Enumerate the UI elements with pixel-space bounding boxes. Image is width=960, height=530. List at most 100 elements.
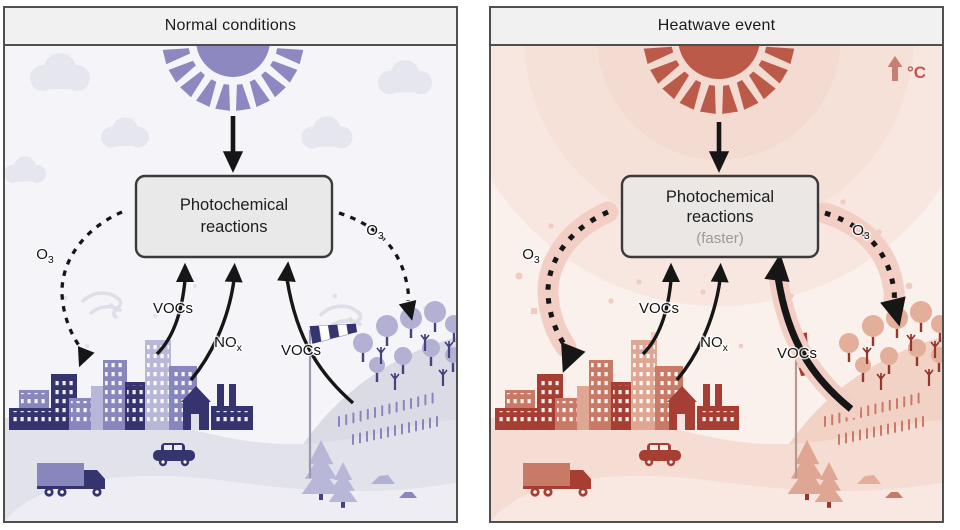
o3-arrowhead-right [398,300,417,321]
truck-icon [37,463,105,497]
bare-tree-icon [930,341,940,358]
sun-icon [162,46,304,111]
o3-label-left: O3 [522,246,540,266]
bare-tree-icon [876,373,886,390]
cloud-icon [101,117,149,148]
bare-tree-icon [376,347,386,364]
hill-tree-icon [931,315,942,342]
vocs-city-arrowhead [176,262,194,282]
panel-title-bar: Normal conditions [5,8,456,46]
hill-trees [353,301,456,390]
vocs-hill-label: VOCs [777,345,817,362]
photochemical-box-label: reactions [201,218,268,236]
city-skyline [9,340,253,430]
truck-icon [523,463,591,497]
rock-icon [857,475,881,484]
vocs-city-arrowhead [662,262,680,282]
cloud-icon [301,116,353,149]
temperature-rise-indicator: °C [887,56,926,82]
vocs-arrow-city [155,279,187,356]
photochemical-box-label: Photochemical [666,188,774,206]
pine-tree-icon [301,440,341,501]
bare-tree-icon [438,369,448,386]
vocs-arrow-hill [774,276,854,412]
sun-to-box-arrowhead [222,151,244,173]
photochemical-box [620,174,820,259]
cloud-icon [378,60,432,95]
rock-icon [371,475,395,484]
o3-arrow-right [338,211,411,302]
car-icon [639,443,681,467]
hill-tree-icon [908,339,926,366]
bare-tree-icon [420,334,430,351]
panel-title: Heatwave event [657,17,776,34]
car-icon [153,443,195,467]
vineyard-rows [338,392,438,445]
up-arrow-icon [887,56,903,81]
rock-icon [399,492,417,498]
photochemical-box [134,174,334,259]
scene-drawing: Photochemicalreactions(faster)O3O3VOCsNO… [491,46,942,521]
o3-label-right: O3 [366,222,384,242]
panel-title: Normal conditions [164,17,297,34]
sun-to-box-arrowhead [708,151,730,173]
hill-tree-icon [424,301,446,332]
o3-label-left: O3 [36,246,54,266]
temp-unit-label: °C [907,63,926,82]
clouds [5,53,432,183]
o3-arrowhead-right [880,296,906,327]
hill-tree-icon [394,347,412,374]
photochemical-box-label: Photochemical [180,196,288,214]
bare-tree-icon [444,341,454,358]
vocs-arrow-city [641,279,673,356]
bare-tree-icon [390,373,400,390]
o3-arrow-left [60,210,123,348]
hill-tree-icon [862,315,884,346]
panel-title-bar: Heatwave event [491,8,942,46]
pine-tree-icon [814,462,844,508]
panel-normal-conditions: Normal conditions Photochemical reactions… [3,6,458,523]
bare-tree-icon [906,334,916,351]
windsock-icon [308,323,358,478]
hill-tree-icon [445,347,456,372]
hill-tree-icon [376,315,398,346]
wind-swirl-icon [81,291,123,319]
hill-tree-icon [931,347,942,372]
o3-arrowhead-left [77,346,95,368]
hill-tree-icon [910,301,932,332]
hill-trees [839,301,942,390]
hill-tree-icon [445,315,456,342]
cloud-icon [30,53,90,91]
o3-arrow-right [824,210,897,302]
nox-label: NOx [214,334,243,354]
hill-tree-icon [839,333,859,362]
pine-tree-icon [787,440,827,501]
vocs-arrow-hill [285,278,355,405]
rock-icon [885,492,903,498]
vocs-city-label: VOCs [153,300,193,317]
o3-arrowhead-left [561,341,586,373]
cloud-icon [5,156,46,183]
nox-arrowhead [710,262,729,283]
hill-tree-icon [880,347,898,374]
foreground-mound [5,475,456,521]
nox-arrow [675,279,722,382]
building [577,386,591,430]
vocs-hill-label: VOCs [281,342,321,359]
building [91,386,105,430]
pine-tree-icon [328,462,358,508]
photochemical-box-label: (faster) [696,230,744,247]
vocs-hill-arrowhead [764,253,790,282]
foreground-mound [491,475,942,521]
nox-arrow [189,279,236,382]
city-skyline [495,340,739,430]
nox-label: NOx [700,334,729,354]
hill-tree-icon [422,339,440,366]
bare-tree-icon [862,347,872,364]
hill-tree-icon [353,333,373,362]
nox-arrowhead [224,262,243,283]
